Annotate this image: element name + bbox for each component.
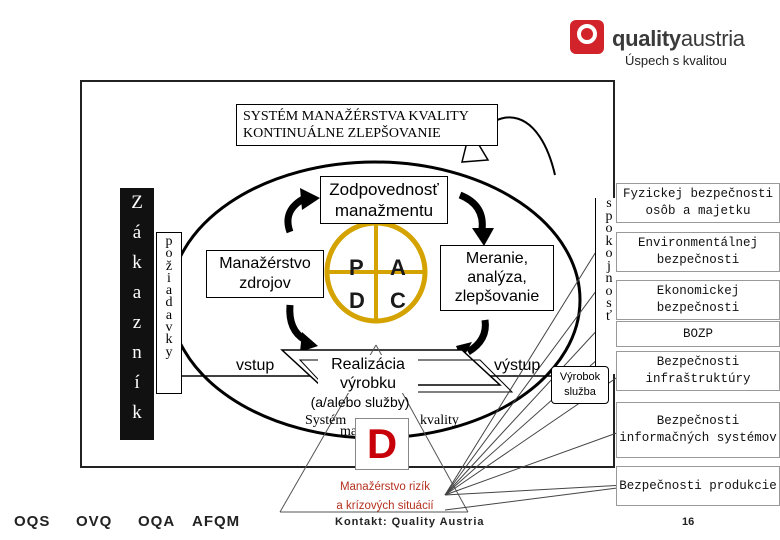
security-box-information-systems: Bezpečnosti informačných systémov	[616, 402, 780, 458]
quality-label: kvality	[420, 413, 459, 428]
footer-logo-ovq: OVQ	[76, 513, 113, 530]
footer-text: Kontakt: Quality Austria	[335, 516, 485, 528]
management-responsibility-box: Zodpovednosť manažmentu	[320, 176, 448, 224]
qms-title-line2: KONTINUÁLNE ZLEPŠOVANIE	[243, 126, 441, 141]
brand-tagline: Úspech s kvalitou	[625, 53, 727, 68]
risk-management-label: Manažérstvo rizík a krízových situácií	[336, 481, 434, 512]
security-box-infrastructure: Bezpečnosti infraštruktúry	[616, 351, 780, 391]
resource-management-box: Manažérstvo zdrojov	[206, 250, 324, 298]
product-realization-label: Realizácia výrobku	[318, 355, 418, 393]
security-box-economic: Ekonomickej bezpečnosti	[616, 280, 780, 320]
footer-logo-oqs: OQS	[14, 513, 51, 530]
security-box-physical: Fyzickej bezpečnosti osôb a majetku	[616, 183, 780, 223]
pdca-c: C	[390, 288, 406, 313]
requirements-label: p o ž i a d a v k y	[156, 232, 182, 394]
input-label: vstup	[236, 357, 275, 374]
cycle-arrow-2	[458, 191, 486, 231]
realization-services-label: (a/alebo služby)	[310, 394, 410, 410]
system-label: Systém	[305, 413, 347, 428]
pdca-p: P	[349, 255, 364, 280]
qms-title-box: SYSTÉM MANAŽÉRSTVA KVALITY KONTINUÁLNE Z…	[236, 104, 498, 146]
big-d-letter: D	[366, 420, 398, 467]
q-logo-icon	[577, 24, 597, 44]
qms-title-line1: SYSTÉM MANAŽÉRSTVA KVALITY	[243, 109, 469, 124]
footer-logo-afqm: AFQM	[192, 513, 241, 530]
pdca-d: D	[349, 288, 365, 313]
footer-logo-oqa: OQA	[138, 513, 176, 530]
measurement-analysis-box: Meranie, analýza, zlepšovanie	[440, 245, 554, 311]
output-label: výstup	[494, 357, 541, 374]
big-d-box: D	[355, 418, 409, 470]
security-box-environmental: Environmentálnej bezpečnosti	[616, 232, 780, 272]
product-service-box: Výrobok služba	[551, 366, 609, 404]
security-box-bozp: BOZP	[616, 321, 780, 347]
brand-name: qualityaustria	[612, 26, 745, 51]
security-box-production: Bezpečnosti produkcie	[616, 466, 780, 506]
cycle-arrow-4	[466, 319, 489, 356]
pdca-a: A	[390, 255, 406, 280]
customer-bar: Z á k a z n í k	[120, 188, 154, 440]
page-number: 16	[682, 516, 695, 528]
